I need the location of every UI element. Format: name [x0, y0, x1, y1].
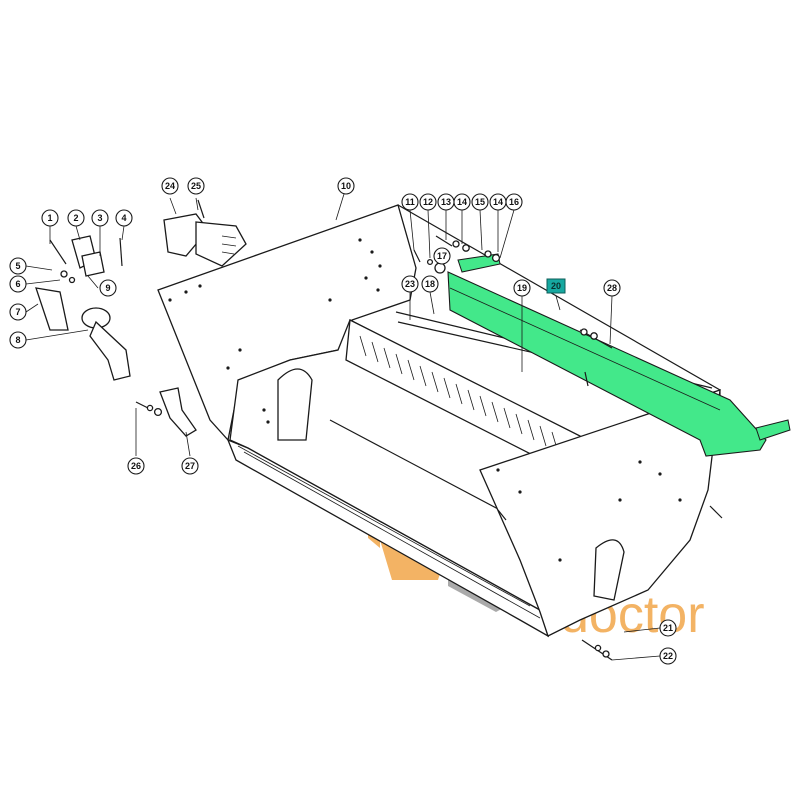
callout-22: 22 — [659, 647, 677, 665]
callout-1: 1 — [41, 209, 59, 227]
callout-14b: 14 — [489, 193, 507, 211]
svg-text:1: 1 — [47, 213, 52, 223]
svg-text:20: 20 — [551, 281, 561, 291]
svg-text:5: 5 — [15, 261, 20, 271]
svg-text:8: 8 — [15, 335, 20, 345]
callout-18: 18 — [421, 275, 439, 293]
parts-26-27 — [135, 387, 197, 437]
callout-2: 2 — [67, 209, 85, 227]
callout-11: 11 — [401, 193, 419, 211]
callout-27: 27 — [181, 457, 199, 475]
svg-text:26: 26 — [131, 461, 141, 471]
callout-4: 4 — [115, 209, 133, 227]
callout-24: 24 — [161, 177, 179, 195]
svg-text:9: 9 — [105, 283, 110, 293]
svg-text:15: 15 — [475, 197, 485, 207]
callout-8: 8 — [9, 331, 27, 349]
svg-text:21: 21 — [663, 623, 673, 633]
svg-text:23: 23 — [405, 279, 415, 289]
svg-text:3: 3 — [97, 213, 102, 223]
callout-26: 26 — [127, 457, 145, 475]
svg-text:25: 25 — [191, 181, 201, 191]
hardware-top — [413, 235, 723, 661]
callout-15: 15 — [471, 193, 489, 211]
svg-text:4: 4 — [121, 213, 126, 223]
callout-21: 21 — [659, 619, 677, 637]
svg-text:18: 18 — [425, 279, 435, 289]
svg-text:10: 10 — [341, 181, 351, 191]
part-20-highlight — [447, 253, 791, 457]
svg-text:22: 22 — [663, 651, 673, 661]
svg-text:17: 17 — [437, 251, 447, 261]
callouts: 1 2 3 4 5 6 7 8 9 10 11 12 13 14 15 14 1… — [9, 177, 677, 665]
callout-14a: 14 — [453, 193, 471, 211]
svg-text:14: 14 — [493, 197, 503, 207]
small-parts-left — [35, 235, 131, 381]
callout-6: 6 — [9, 275, 27, 293]
grate-slats — [359, 335, 559, 453]
callout-25: 25 — [187, 177, 205, 195]
svg-text:11: 11 — [405, 197, 415, 207]
callout-7: 7 — [9, 303, 27, 321]
svg-text:24: 24 — [165, 181, 175, 191]
svg-text:7: 7 — [15, 307, 20, 317]
callout-16: 16 — [505, 193, 523, 211]
leader-lines — [25, 193, 661, 661]
callout-19: 19 — [513, 279, 531, 297]
callout-17: 17 — [433, 247, 451, 265]
svg-text:14: 14 — [457, 197, 467, 207]
svg-text:13: 13 — [441, 197, 451, 207]
callout-3: 3 — [91, 209, 109, 227]
svg-text:28: 28 — [607, 283, 617, 293]
svg-text:16: 16 — [509, 197, 519, 207]
callout-28: 28 — [603, 279, 621, 297]
callout-10: 10 — [337, 177, 355, 195]
parts-24-25 — [163, 199, 247, 267]
callout-5: 5 — [9, 257, 27, 275]
callout-9: 9 — [99, 279, 117, 297]
svg-text:19: 19 — [517, 283, 527, 293]
main-housing — [157, 204, 721, 638]
callout-13: 13 — [437, 193, 455, 211]
callout-20-highlighted: 20 — [546, 278, 566, 294]
svg-text:6: 6 — [15, 279, 20, 289]
callout-23: 23 — [401, 275, 419, 293]
callout-12: 12 — [419, 193, 437, 211]
svg-text:12: 12 — [423, 197, 433, 207]
svg-text:27: 27 — [185, 461, 195, 471]
svg-text:2: 2 — [73, 213, 78, 223]
